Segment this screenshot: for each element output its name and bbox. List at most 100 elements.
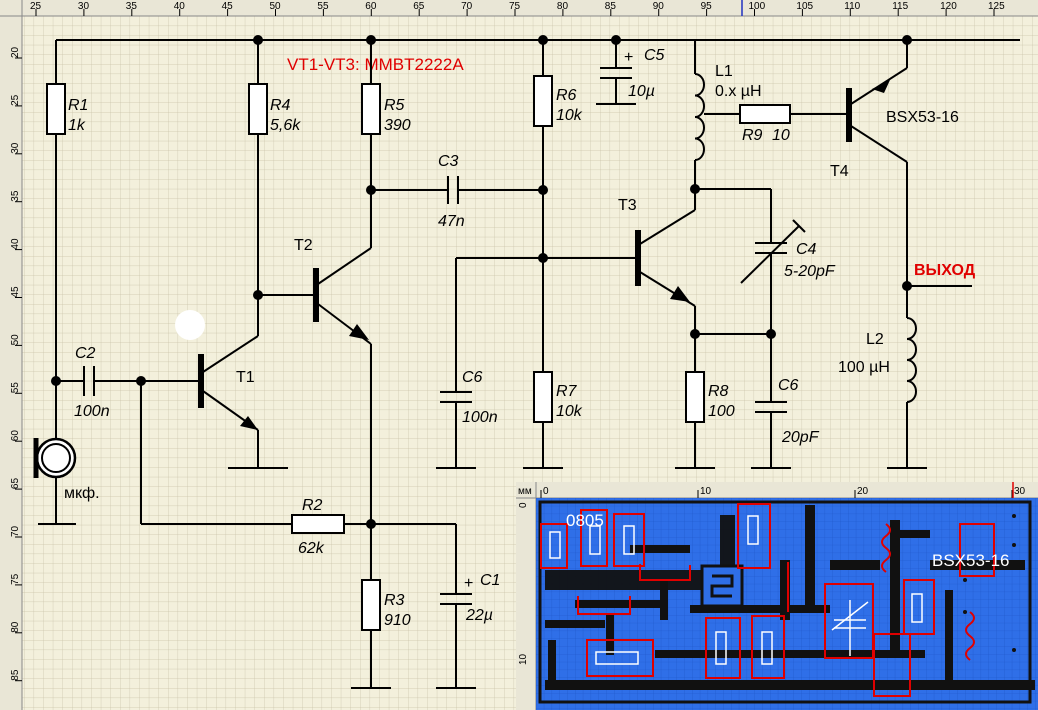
svg-text:BSX53-16: BSX53-16 bbox=[886, 109, 959, 126]
pcb-ruler-label: 0 bbox=[543, 486, 549, 497]
pcb-top-ruler bbox=[516, 482, 1038, 498]
resistor-r6[interactable]: R6 10k bbox=[533, 75, 583, 127]
resistor-r4[interactable]: R4 5,6k bbox=[248, 83, 301, 135]
svg-text:100n: 100n bbox=[462, 409, 498, 426]
svg-text:1k: 1k bbox=[68, 117, 86, 134]
svg-text:C3: C3 bbox=[438, 153, 459, 170]
svg-text:100n: 100n bbox=[74, 403, 110, 420]
junction-dots bbox=[51, 35, 912, 529]
svg-text:R7: R7 bbox=[556, 383, 578, 400]
svg-text:T1: T1 bbox=[236, 369, 255, 386]
pcb-part-symbols bbox=[549, 515, 923, 665]
left-ruler-label: 20 bbox=[10, 46, 21, 58]
pcb-size-label: 0805 bbox=[566, 511, 604, 530]
svg-text:C4: C4 bbox=[796, 241, 817, 258]
left-ruler-label: 85 bbox=[10, 669, 21, 681]
top-ruler-label: 120 bbox=[940, 1, 957, 12]
top-ruler-label: 110 bbox=[844, 1, 860, 12]
transistor-t3[interactable]: T3 bbox=[618, 197, 690, 302]
top-ruler-label: 25 bbox=[30, 1, 42, 12]
resistor-r9[interactable]: R9 10 bbox=[739, 104, 791, 144]
capacitor-c5[interactable]: + C5 10µ bbox=[600, 47, 665, 100]
svg-text:C6: C6 bbox=[462, 369, 483, 386]
svg-text:910: 910 bbox=[384, 612, 411, 629]
top-ruler-label: 55 bbox=[317, 1, 329, 12]
capacitor-c4-trimmer[interactable]: C4 5-20pF bbox=[740, 219, 836, 284]
svg-text:10k: 10k bbox=[556, 403, 583, 420]
resistor-r5[interactable]: R5 390 bbox=[361, 83, 411, 135]
pcb-ruler-label: 30 bbox=[1014, 486, 1026, 497]
top-ruler-label: 95 bbox=[701, 1, 713, 12]
top-ruler-label: 85 bbox=[605, 1, 617, 12]
svg-text:22µ: 22µ bbox=[465, 607, 493, 624]
capacitor-c3[interactable]: C3 47n bbox=[438, 153, 465, 230]
left-ruler-label: 75 bbox=[10, 573, 21, 585]
top-ruler-label: 70 bbox=[461, 1, 473, 12]
top-ruler-label: 125 bbox=[988, 1, 1005, 12]
resistor-r1[interactable]: R1 1k bbox=[46, 83, 88, 135]
pcb-traces bbox=[545, 505, 1035, 690]
capacitor-c6-right[interactable]: C6 20pF bbox=[755, 377, 820, 446]
resistor-r3[interactable]: R3 910 bbox=[361, 579, 411, 631]
capacitor-c2[interactable]: C2 100n bbox=[74, 345, 110, 420]
svg-text:T3: T3 bbox=[618, 197, 637, 214]
svg-text:T4: T4 bbox=[830, 163, 849, 180]
pcb-logo-icon bbox=[700, 564, 744, 608]
svg-text:47n: 47n bbox=[438, 213, 465, 230]
top-ruler-label: 45 bbox=[222, 1, 234, 12]
svg-text:20pF: 20pF bbox=[781, 429, 820, 446]
svg-text:T2: T2 bbox=[294, 237, 313, 254]
svg-text:R6: R6 bbox=[556, 87, 577, 104]
resistor-r8[interactable]: R8 100 bbox=[685, 371, 735, 423]
transistor-types-title: VT1-VT3: MMBT2222A bbox=[287, 55, 464, 74]
top-ruler bbox=[0, 0, 1038, 16]
left-ruler-label: 80 bbox=[10, 621, 21, 633]
left-ruler-label: 30 bbox=[10, 142, 21, 154]
svg-text:R2: R2 bbox=[302, 497, 323, 514]
resistor-r7[interactable]: R7 10k bbox=[533, 371, 583, 423]
pcb-coils bbox=[881, 523, 975, 661]
top-ruler-label: 90 bbox=[653, 1, 665, 12]
svg-text:мкф.: мкф. bbox=[64, 485, 100, 502]
capacitor-c6-left[interactable]: C6 100n bbox=[440, 369, 498, 426]
transistor-t2[interactable]: T2 bbox=[294, 237, 369, 340]
left-ruler-label: 25 bbox=[10, 94, 21, 106]
transistor-t1[interactable]: T1 bbox=[198, 354, 258, 430]
svg-text:10: 10 bbox=[772, 127, 790, 144]
pcb-left-ruler-label: 0 bbox=[518, 502, 529, 508]
svg-text:100 µH: 100 µH bbox=[838, 359, 890, 376]
transistor-t4[interactable]: T4 BSX53-16 bbox=[830, 80, 959, 180]
microphone-icon[interactable]: мкф. bbox=[33, 437, 100, 502]
inductor-l1[interactable]: L1 0.x µH bbox=[694, 63, 762, 161]
top-ruler-label: 60 bbox=[365, 1, 377, 12]
top-ruler-label: 100 bbox=[749, 1, 766, 12]
left-ruler-label: 35 bbox=[10, 190, 21, 202]
pcb-ruler-unit: мм bbox=[518, 486, 532, 497]
svg-text:C1: C1 bbox=[480, 572, 500, 589]
svg-text:R5: R5 bbox=[384, 97, 405, 114]
left-ruler-label: 45 bbox=[10, 286, 21, 298]
svg-text:R3: R3 bbox=[384, 592, 405, 609]
pcb-ruler-label: 20 bbox=[857, 486, 869, 497]
svg-text:+: + bbox=[464, 575, 473, 592]
top-ruler-label: 105 bbox=[796, 1, 813, 12]
left-ruler-label: 50 bbox=[10, 334, 21, 346]
svg-text:L2: L2 bbox=[866, 331, 884, 348]
top-ruler-label: 65 bbox=[413, 1, 425, 12]
inductor-l2[interactable]: L2 100 µH bbox=[838, 317, 917, 403]
pcb-pads bbox=[963, 514, 1016, 652]
svg-text:100: 100 bbox=[708, 403, 735, 420]
top-ruler-label: 115 bbox=[892, 1, 908, 12]
top-ruler-label: 50 bbox=[270, 1, 282, 12]
top-ruler-label: 80 bbox=[557, 1, 569, 12]
svg-text:R9: R9 bbox=[742, 127, 763, 144]
left-ruler-label: 40 bbox=[10, 238, 21, 250]
capacitor-c1[interactable]: + C1 22µ bbox=[440, 572, 500, 624]
left-ruler bbox=[0, 0, 22, 710]
resistor-r2[interactable]: R2 62k bbox=[291, 497, 345, 557]
svg-text:10k: 10k bbox=[556, 107, 583, 124]
svg-text:5,6k: 5,6k bbox=[270, 117, 301, 134]
